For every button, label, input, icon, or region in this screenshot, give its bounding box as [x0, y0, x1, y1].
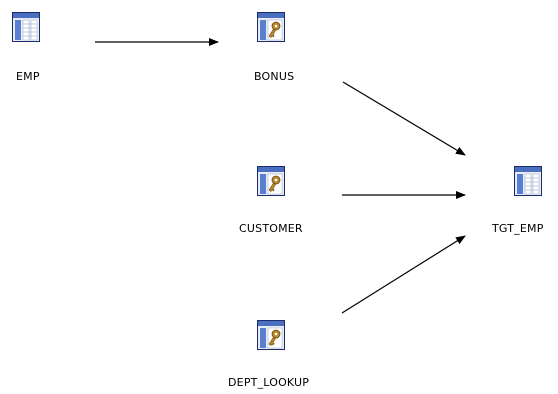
node-label: BONUS: [254, 70, 295, 83]
source-table-icon: [12, 12, 40, 42]
lookup-key-icon: [257, 320, 285, 350]
node-label: DEPT_LOOKUP: [228, 376, 310, 389]
lookup-key-icon: [257, 166, 285, 196]
edge-dept_lookup-to-tgt_emp: [341, 235, 466, 314]
target-table-icon: [514, 166, 542, 196]
edge-bonus-to-tgt_emp: [342, 81, 466, 156]
lookup-key-icon: [257, 12, 285, 42]
node-label: TGT_EMP: [492, 222, 544, 235]
node-label: EMP: [16, 70, 40, 83]
node-label: CUSTOMER: [239, 222, 303, 235]
